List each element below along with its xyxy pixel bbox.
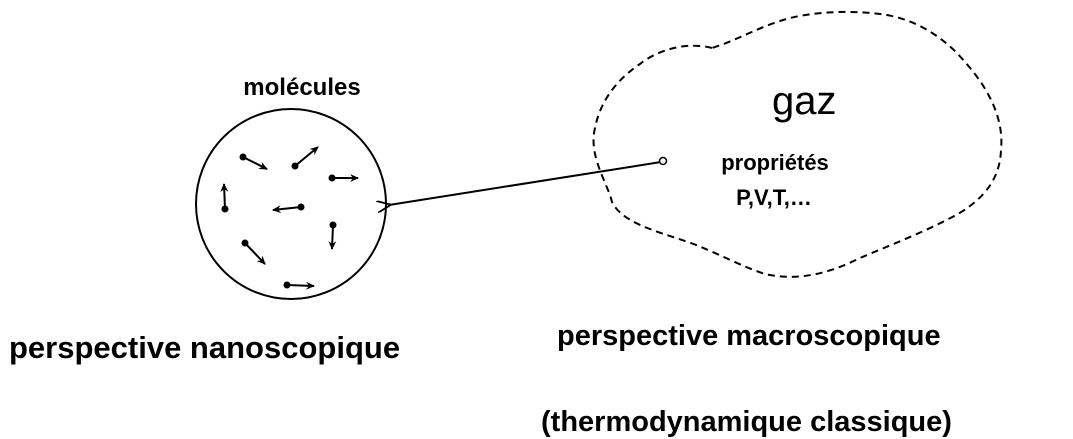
- molecule: [241, 239, 266, 265]
- molecules-label: molécules: [243, 74, 360, 101]
- properties-variables: P,V,T,…: [736, 185, 812, 210]
- macroscopic-caption: perspective macroscopique: [557, 320, 941, 352]
- molecule: [291, 146, 319, 170]
- gas-label: gaz: [772, 79, 837, 123]
- nanoscopic-caption: perspective nanoscopique: [9, 330, 400, 365]
- molecule: [272, 203, 305, 214]
- molecule: [328, 174, 359, 182]
- molecule: [283, 281, 315, 290]
- classical-thermodynamics-caption: (thermodynamique classique): [541, 406, 952, 438]
- link-arrow: [389, 161, 662, 205]
- link-origin-dot: [658, 156, 668, 166]
- gas-cloud-outline: [592, 10, 1003, 278]
- molecule: [328, 221, 337, 250]
- molecule: [239, 153, 268, 170]
- properties-label: propriétés: [721, 150, 829, 175]
- molecule: [220, 183, 229, 213]
